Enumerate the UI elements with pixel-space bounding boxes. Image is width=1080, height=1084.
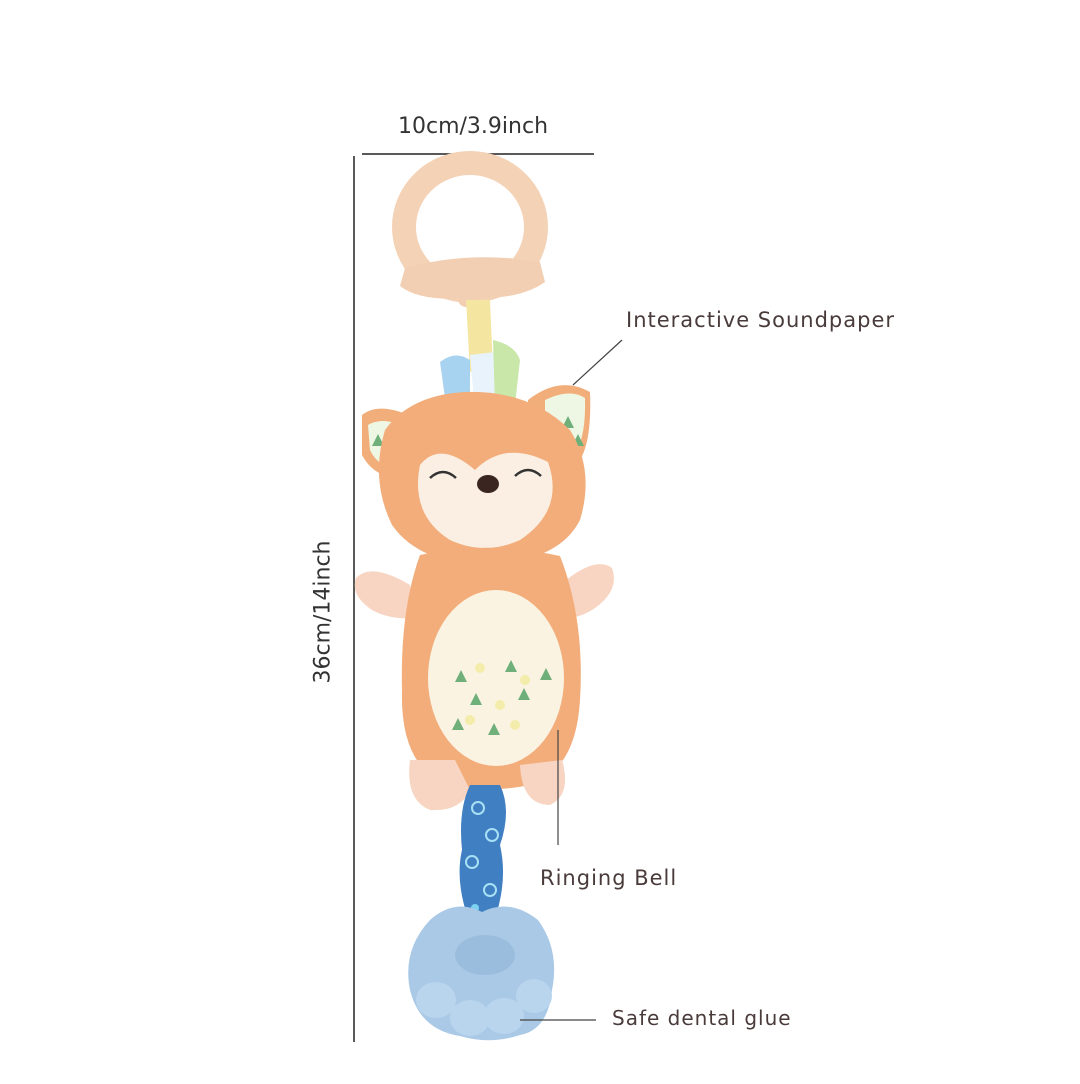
fox-head: [378, 391, 586, 565]
belly: [428, 590, 564, 766]
callout-ringing-bell: Ringing Bell: [540, 866, 678, 890]
callout-line-soundpaper: [572, 339, 623, 386]
callout-dental-glue: Safe dental glue: [612, 1006, 792, 1030]
blue-ribbon-cord: [459, 785, 506, 918]
right-eye: [514, 468, 542, 477]
teether-paw: [408, 906, 555, 1041]
callout-soundpaper: Interactive Soundpaper: [626, 308, 896, 332]
nose: [477, 475, 499, 493]
ring-clip: [392, 151, 548, 307]
fox-body: [401, 547, 581, 811]
width-dimension-label: 10cm/3.9inch: [398, 114, 549, 139]
height-dimension-label: 36cm/14inch: [310, 540, 336, 684]
left-eye: [429, 470, 457, 479]
